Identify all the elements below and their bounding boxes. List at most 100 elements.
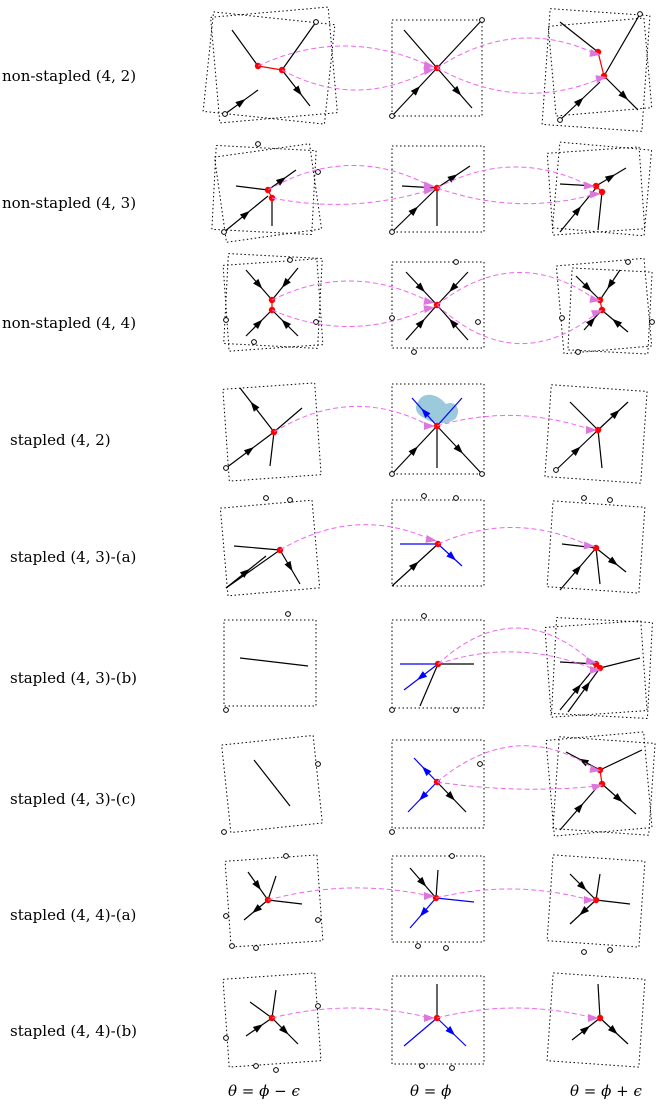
row-label-2: non-stapled (4, 3)	[2, 194, 137, 212]
pink-arc	[437, 627, 593, 665]
edge	[436, 67, 473, 109]
boundary-point	[313, 19, 319, 25]
edge-arrow	[581, 681, 591, 692]
edge-arrow	[250, 401, 260, 412]
figure-drawing	[202, 6, 656, 1073]
edge-arrow	[604, 174, 616, 183]
boundary-point	[223, 317, 229, 323]
pink-arrowhead	[425, 535, 437, 543]
edge-arrow	[408, 561, 419, 571]
row-label-5: stapled (4, 3)-(a)	[10, 548, 137, 566]
edge-arrow	[408, 446, 418, 457]
pink-arc	[436, 745, 597, 783]
boundary-point	[253, 1063, 259, 1069]
edge	[595, 873, 601, 901]
pink-arrowhead	[589, 190, 601, 199]
edge-arrow	[445, 790, 455, 801]
edge-arrow	[275, 177, 287, 186]
edge	[225, 549, 281, 589]
boundary-point	[411, 349, 417, 355]
dotted-frame	[391, 855, 485, 943]
dotted-frame	[551, 617, 653, 719]
edge-arrow	[408, 206, 419, 216]
edge-arrow	[421, 408, 431, 419]
edge	[597, 429, 603, 469]
edge-arrow	[586, 317, 596, 328]
dotted-frame	[546, 500, 646, 594]
row-label-8: stapled (4, 4)-(a)	[10, 906, 137, 924]
edge	[559, 21, 599, 53]
pink-arrowhead	[583, 181, 595, 190]
blue-edge	[435, 897, 475, 903]
edge-arrow	[572, 565, 582, 576]
dotted-frame	[223, 619, 317, 707]
boundary-point	[557, 117, 563, 123]
dotted-frame	[391, 975, 485, 1065]
boundary-point	[553, 467, 559, 473]
edge	[235, 185, 269, 191]
pink-arc	[257, 45, 431, 67]
pink-arc	[271, 307, 431, 327]
boundary-point	[581, 495, 587, 501]
edge-arrow	[422, 766, 432, 777]
pink-arc	[436, 37, 597, 69]
pink-arc	[281, 69, 431, 91]
edge-arrow	[243, 447, 255, 456]
boundary-point	[453, 707, 459, 713]
pink-arc	[437, 527, 591, 547]
boundary-point	[421, 613, 427, 619]
dotted-frame	[391, 261, 485, 349]
edge-arrow	[417, 876, 427, 887]
edge-arrow	[573, 97, 584, 107]
blue-edge	[436, 397, 463, 427]
edge	[273, 407, 303, 433]
edge	[403, 29, 438, 69]
boundary-point	[453, 259, 459, 265]
row-label-4: stapled (4, 2)	[10, 431, 111, 449]
column-label-left: θ = ϕ − ϵ	[228, 1082, 300, 1100]
boundary-point	[475, 319, 481, 325]
boundary-point	[559, 315, 565, 321]
boundary-point	[479, 471, 485, 477]
edge-arrow	[449, 318, 459, 329]
column-label-middle: θ = ϕ	[410, 1082, 452, 1100]
pink-arc	[436, 304, 599, 344]
edge-arrow	[572, 206, 582, 217]
boundary-point	[221, 829, 227, 835]
vertex-dot	[596, 296, 604, 304]
edge	[267, 875, 277, 901]
boundary-point	[315, 917, 321, 923]
edge	[249, 1001, 273, 1019]
vertex-dot	[594, 426, 602, 434]
boundary-point	[581, 949, 587, 955]
row-label-9: stapled (4, 4)-(b)	[10, 1022, 138, 1040]
dotted-frame	[391, 499, 485, 587]
edge	[595, 547, 601, 585]
boundary-point	[625, 259, 631, 265]
vertex-dot	[596, 766, 604, 774]
dotted-frame	[219, 499, 321, 597]
pink-arc	[273, 406, 431, 433]
boundary-point	[273, 1067, 279, 1073]
edge	[269, 431, 275, 467]
dotted-frame	[391, 739, 485, 829]
vertex-dot	[592, 544, 600, 552]
edge	[599, 657, 641, 669]
dotted-frame	[391, 19, 483, 117]
edge	[569, 401, 599, 431]
boundary-point	[389, 229, 395, 235]
boundary-point	[649, 319, 655, 325]
dotted-frame	[391, 619, 485, 709]
edge-arrow	[609, 409, 620, 420]
pink-arc	[436, 187, 597, 205]
boundary-point	[255, 141, 261, 147]
pink-arc	[436, 1007, 595, 1019]
boundary-point	[389, 113, 395, 119]
pink-arc	[436, 781, 599, 790]
pink-arrowhead	[595, 75, 607, 83]
edge	[257, 65, 283, 71]
edge-arrow	[252, 904, 263, 914]
boundary-point	[415, 943, 421, 949]
edge	[419, 663, 439, 707]
pink-arrowhead	[423, 297, 435, 305]
